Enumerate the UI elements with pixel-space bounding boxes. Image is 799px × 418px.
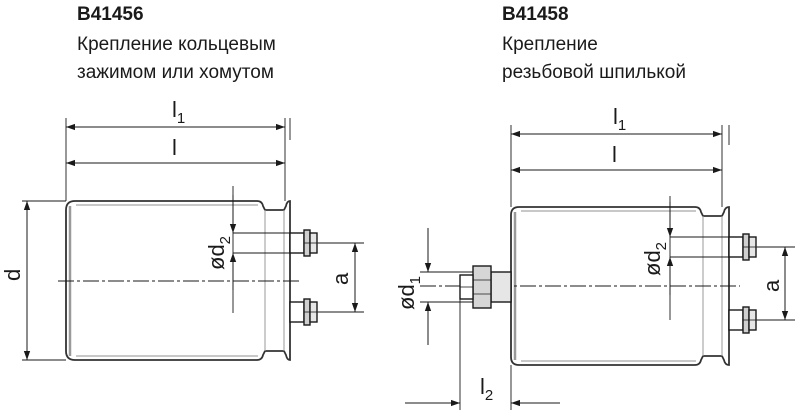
left-drawing (22, 118, 364, 361)
left-mount-description-line2: зажимом или хомутом (77, 62, 274, 83)
right-mount-description-line1: Крепление (502, 34, 598, 55)
right-terminal-top (728, 233, 757, 261)
right-mount-description-line2: резьбовой шпилькой (502, 62, 686, 83)
left-part-code: B41456 (77, 4, 144, 25)
left-dim-d: d (0, 269, 25, 281)
right-terminal-bottom (728, 306, 757, 334)
right-part-code: B41458 (502, 4, 569, 25)
right-dim-a: a (759, 279, 784, 292)
left-mount-description-line1: Крепление кольцевым (77, 34, 276, 55)
left-dim-l1: l1 (172, 97, 185, 127)
right-dim-l: l (612, 142, 617, 167)
left-dim-d2: ød2 (204, 236, 234, 270)
left-dim-l: l (172, 135, 177, 160)
right-dim-l1: l1 (613, 104, 626, 134)
right-dim-l2: l2 (480, 374, 493, 404)
right-mounting-stud (459, 265, 512, 309)
right-drawing (405, 125, 795, 410)
left-terminal-bottom (289, 298, 318, 326)
left-dim-a: a (328, 272, 353, 285)
left-terminal-top (289, 229, 318, 257)
left-capacitor-body (65, 200, 291, 361)
right-dim-d1: ød1 (394, 276, 424, 310)
right-dim-d2: ød2 (640, 242, 670, 276)
